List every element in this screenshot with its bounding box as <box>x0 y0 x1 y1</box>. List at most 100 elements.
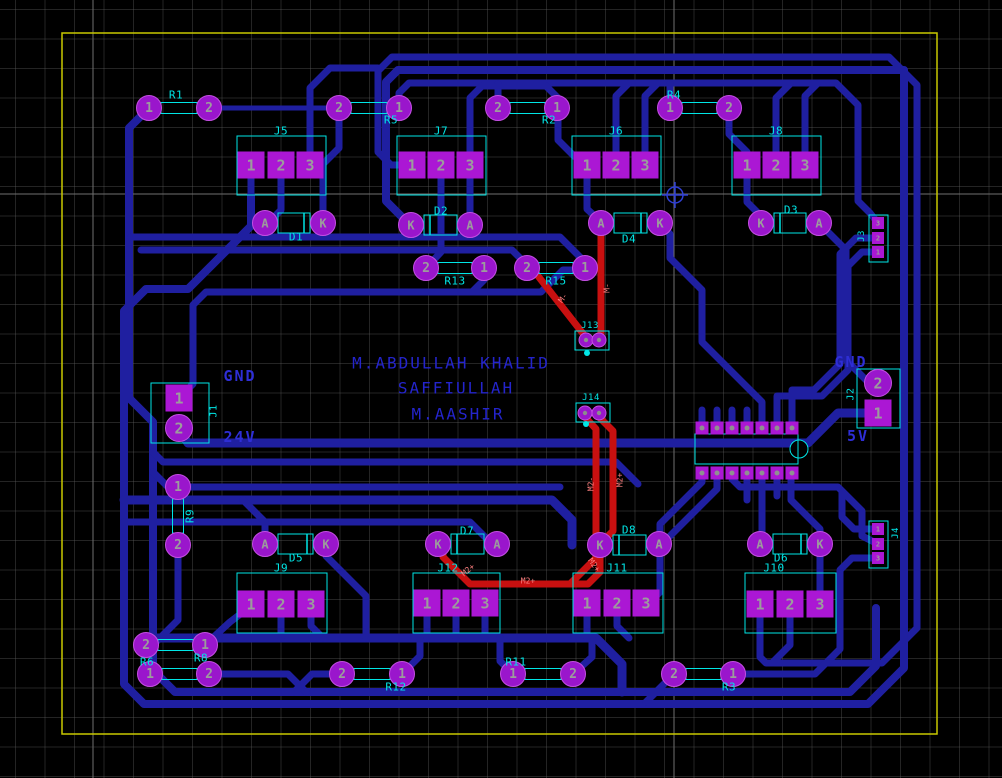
silkscreen-R13[interactable] <box>437 262 473 274</box>
copper-trace-bottom[interactable] <box>838 488 882 533</box>
silkscreen-J2[interactable] <box>856 368 901 429</box>
pad-J2-2[interactable] <box>864 369 892 397</box>
copper-trace-bottom[interactable] <box>137 246 531 272</box>
pad-J11-3[interactable] <box>632 589 660 617</box>
pad-J5-2[interactable] <box>267 151 295 179</box>
silkscreen-J8[interactable] <box>731 135 822 196</box>
pad-J4-1[interactable] <box>872 523 884 535</box>
pad-J8-1[interactable] <box>733 151 761 179</box>
silkscreen-R4[interactable] <box>681 102 718 114</box>
silkscreen-R11[interactable] <box>524 668 562 680</box>
pad-J5-1[interactable] <box>237 151 265 179</box>
pad-J6-3[interactable] <box>631 151 659 179</box>
pad-J3-2[interactable] <box>872 232 884 244</box>
copper-trace-bottom[interactable] <box>119 495 577 550</box>
silkscreen-D4[interactable] <box>613 212 648 234</box>
pad-R9-2[interactable] <box>165 532 191 558</box>
copper-trace-bottom[interactable] <box>319 104 343 227</box>
pad-D8-K[interactable] <box>587 532 613 558</box>
silkscreen-R3[interactable] <box>685 668 722 680</box>
silkscreen-R6[interactable] <box>161 668 198 680</box>
pad-J1-1[interactable] <box>165 384 193 412</box>
copper-trace-bottom[interactable] <box>306 64 382 169</box>
pad-R11-1[interactable] <box>500 661 526 687</box>
pad-R6-2[interactable] <box>196 661 222 687</box>
pad-R1-2[interactable] <box>196 95 222 121</box>
pad-D4-A[interactable] <box>588 210 614 236</box>
silkscreen-R12[interactable] <box>353 668 391 680</box>
pad-J10-3[interactable] <box>806 590 834 618</box>
pad-J6-1[interactable] <box>573 151 601 179</box>
silkscreen-D8[interactable] <box>612 534 647 556</box>
pad-R13-1[interactable] <box>471 255 497 281</box>
pad-D8-A[interactable] <box>646 531 672 557</box>
pad-R12-2[interactable] <box>329 661 355 687</box>
pad-J4-3[interactable] <box>872 552 884 564</box>
pad-J6-2[interactable] <box>602 151 630 179</box>
pad-D5-K[interactable] <box>313 531 339 557</box>
copper-trace-bottom[interactable] <box>788 234 882 432</box>
silkscreen-J3[interactable] <box>868 214 889 263</box>
copper-trace-bottom[interactable] <box>149 448 642 488</box>
pad-J9-3[interactable] <box>297 590 325 618</box>
copper-trace-bottom[interactable] <box>641 80 661 169</box>
pad-R4-2[interactable] <box>716 95 742 121</box>
pad-R2-2[interactable] <box>485 95 511 121</box>
pad-R9-1[interactable] <box>165 474 191 500</box>
silkscreen-R5[interactable] <box>350 102 388 114</box>
copper-trace-bottom[interactable] <box>772 80 794 169</box>
copper-trace-bottom[interactable] <box>175 266 587 402</box>
silkscreen-J7[interactable] <box>396 135 487 196</box>
copper-trace-bottom[interactable] <box>801 80 821 169</box>
pad-J12-2[interactable] <box>442 589 470 617</box>
copper-trace-bottom[interactable] <box>836 554 882 616</box>
copper-trace-bottom[interactable] <box>148 633 627 697</box>
pad-R8-2[interactable] <box>133 632 159 658</box>
pad-D5-A[interactable] <box>252 531 278 557</box>
copper-trace-bottom[interactable] <box>120 66 908 708</box>
pad-R5-2[interactable] <box>326 95 352 121</box>
pad-R2-1[interactable] <box>544 95 570 121</box>
silkscreen-R1[interactable] <box>160 102 198 114</box>
pad-J12-3[interactable] <box>471 589 499 617</box>
pad-J11-1[interactable] <box>573 589 601 617</box>
copper-trace-bottom[interactable] <box>656 220 766 432</box>
copper-trace-bottom[interactable] <box>768 600 794 667</box>
pad-R3-1[interactable] <box>720 661 746 687</box>
copper-trace-top[interactable] <box>527 263 592 344</box>
pad-R1-1[interactable] <box>136 95 162 121</box>
pad-J10-1[interactable] <box>746 590 774 618</box>
pad-J11-2[interactable] <box>603 589 631 617</box>
silkscreen-J5[interactable] <box>236 135 327 196</box>
silkscreen-J12[interactable] <box>412 572 501 634</box>
silkscreen-J14[interactable] <box>575 402 611 423</box>
pad-D7-K[interactable] <box>425 531 451 557</box>
pad-R11-2[interactable] <box>560 661 586 687</box>
pad-D3-K[interactable] <box>748 210 774 236</box>
silkscreen-J13[interactable] <box>574 330 610 351</box>
pad-R8-1[interactable] <box>192 632 218 658</box>
pad-R6-1[interactable] <box>137 661 163 687</box>
pad-J1-2[interactable] <box>165 414 193 442</box>
silkscreen-J1[interactable] <box>150 382 210 444</box>
pad-D3-A[interactable] <box>806 210 832 236</box>
copper-trace-bottom[interactable] <box>773 248 882 432</box>
silkscreen-J10[interactable] <box>744 572 837 634</box>
pad-R15-2[interactable] <box>514 255 540 281</box>
pad-J7-1[interactable] <box>398 151 426 179</box>
copper-trace-bottom[interactable] <box>149 468 564 491</box>
pad-J4-2[interactable] <box>872 538 884 550</box>
copper-trace-bottom[interactable] <box>612 80 632 169</box>
pad-J9-1[interactable] <box>237 590 265 618</box>
pad-J3-3[interactable] <box>872 217 884 229</box>
pad-D7-A[interactable] <box>484 531 510 557</box>
silkscreen-J4[interactable] <box>868 520 889 569</box>
silkscreen-J11[interactable] <box>572 572 664 634</box>
pad-R5-1[interactable] <box>386 95 412 121</box>
pad-R15-1[interactable] <box>572 255 598 281</box>
pad-R4-1[interactable] <box>657 95 683 121</box>
pad-R13-2[interactable] <box>413 255 439 281</box>
pad-J5-3[interactable] <box>296 151 324 179</box>
pad-J7-2[interactable] <box>427 151 455 179</box>
